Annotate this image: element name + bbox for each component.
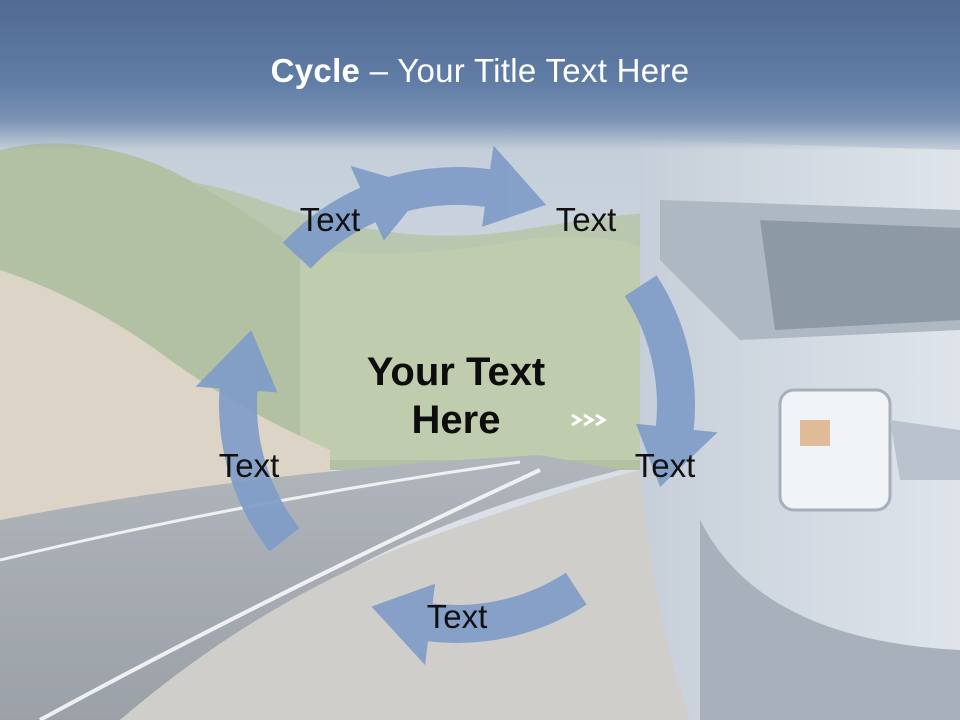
slide-title: Cycle – Your Title Text Here <box>0 52 960 90</box>
cycle-arrow-5 <box>282 165 427 269</box>
cycle-arrow-3 <box>371 572 587 665</box>
cycle-node-5-label: Text <box>218 447 280 484</box>
title-rest: Your Title Text Here <box>397 52 690 89</box>
title-band <box>0 0 960 150</box>
cycle-arrow-2 <box>624 275 718 487</box>
cycle-node-3-label: Text <box>634 447 696 484</box>
title-separator: – <box>360 52 398 89</box>
center-text: Your Text Here <box>366 350 546 442</box>
cycle-node-4-label: Text <box>426 598 488 635</box>
cycle-arrow-1 <box>367 145 547 227</box>
cycle-arrow-4 <box>195 330 300 552</box>
cycle-node-2-label: Text <box>555 201 617 238</box>
title-strong: Cycle <box>270 52 361 89</box>
cycle-node-1-label: Text <box>299 201 361 238</box>
